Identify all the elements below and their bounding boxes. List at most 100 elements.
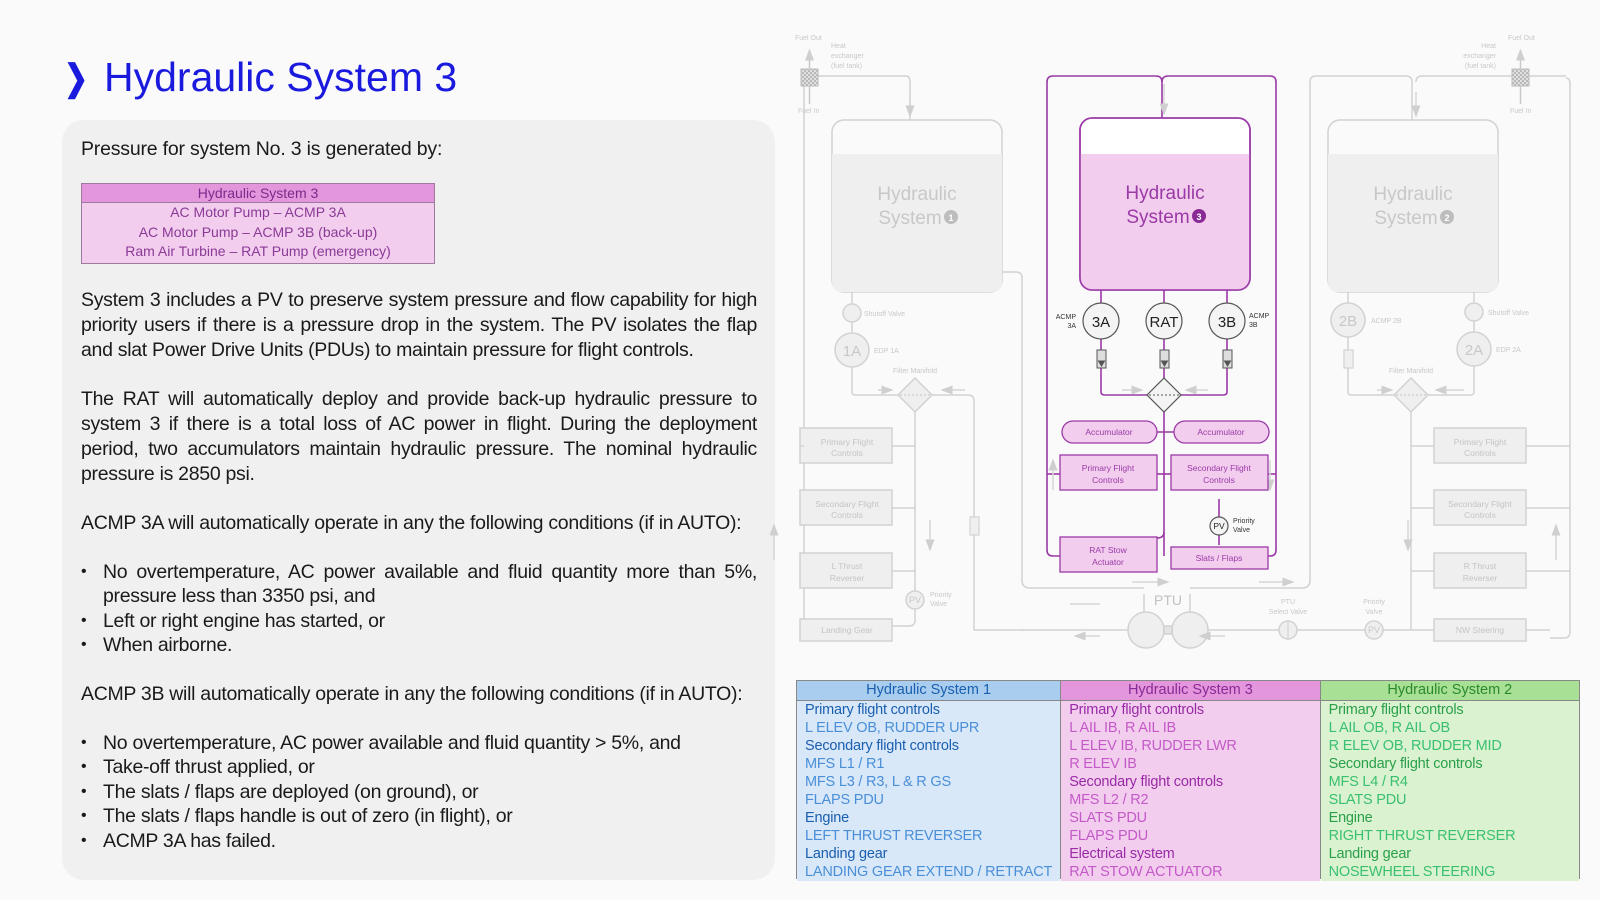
system-3-column: Hydraulic System 3 Primary flight contro… <box>1061 681 1321 881</box>
diagram-label: EDP 2A <box>1496 347 1521 354</box>
diagram-label: System <box>1126 207 1189 228</box>
diagram-label: L Thrust <box>832 561 863 571</box>
diagram-label: Reverser <box>1463 573 1498 583</box>
system-3-circuit <box>1046 75 1277 557</box>
diagram-label: System <box>878 208 941 229</box>
diagram-label: 2B <box>1339 313 1357 330</box>
condition-item: Left or right engine has started, or <box>81 609 757 634</box>
diagram-label: exchanger <box>831 53 864 60</box>
diagram-label: Controls <box>831 448 863 458</box>
diagram-label: Shutoff Valve <box>864 311 905 318</box>
diagram-label: System <box>1374 208 1437 229</box>
condition-item: No overtemperature, AC power available a… <box>81 731 757 756</box>
consumer-item: SLATS PDU <box>1328 792 1407 808</box>
diagram-label: Priority <box>1233 518 1255 525</box>
consumer-item: LANDING GEAR EXTEND / RETRACT <box>805 864 1053 880</box>
consumer-item: SLATS PDU <box>1069 810 1147 826</box>
rat-paragraph: The RAT will automatically deploy and pr… <box>81 387 757 485</box>
acmp3b-heading: ACMP 3B will automatically operate in an… <box>81 682 743 705</box>
consumer-item: RAT STOW ACTUATOR <box>1069 864 1223 880</box>
condition-item: ACMP 3A has failed. <box>81 829 757 854</box>
diagram-label: Slats / Flaps <box>1196 553 1243 563</box>
diagram-label: 3B <box>1249 322 1258 329</box>
diagram-label: Actuator <box>1092 557 1124 567</box>
system-1-consumers <box>799 427 915 642</box>
diagram-label: PV <box>1213 521 1225 531</box>
diagram-label: Controls <box>1203 475 1235 485</box>
consumer-category: Secondary flight controls <box>1069 774 1223 790</box>
diagram-label: Reverser <box>830 573 865 583</box>
diagram-label: Select Valve <box>1269 609 1307 616</box>
diagram-label: Filter Manifold <box>893 368 937 375</box>
consumer-item: FLAPS PDU <box>805 792 884 808</box>
diagram-label: Secondary Flight <box>1187 463 1251 473</box>
consumer-category: Primary flight controls <box>805 702 940 718</box>
diagram-label: Valve <box>1233 527 1250 534</box>
diagram-label: Controls <box>1464 448 1496 458</box>
diagram-label: Primary Flight <box>1082 463 1135 473</box>
diagram-label: Filter Manifold <box>1389 368 1433 375</box>
consumer-item: MFS L4 / R4 <box>1328 774 1408 790</box>
condition-item: The slats / flaps handle is out of zero … <box>81 804 757 829</box>
consumer-item: L ELEV OB, RUDDER UPR <box>805 720 980 736</box>
diagram-label: 1A <box>843 343 861 360</box>
diagram-label: 1 <box>948 213 953 223</box>
system-3-header: Hydraulic System 3 <box>1061 681 1320 701</box>
consumer-item: MFS L1 / R1 <box>805 756 885 772</box>
diagram-label: Secondary Flight <box>1448 499 1512 509</box>
consumer-category: Primary flight controls <box>1069 702 1204 718</box>
diagram-label: Fuel Out <box>795 35 822 42</box>
badge-1 <box>944 210 958 224</box>
intro-text: Pressure for system No. 3 is generated b… <box>81 138 443 160</box>
system-2-header: Hydraulic System 2 <box>1320 681 1579 701</box>
consumer-item: R ELEV OB, RUDDER MID <box>1328 738 1502 754</box>
diagram-label: 2A <box>1465 342 1483 359</box>
condition-item: No overtemperature, AC power available a… <box>81 560 757 609</box>
consumer-category: Engine <box>805 810 849 826</box>
consumer-item: LEFT THRUST REVERSER <box>805 828 983 844</box>
consumer-category: Engine <box>1328 810 1373 826</box>
badge-3 <box>1192 209 1206 223</box>
generation-row: AC Motor Pump – ACMP 3B (back-up) <box>138 223 378 240</box>
chevron-right-icon: ❯ <box>64 56 89 98</box>
diagram-label: PV <box>1368 625 1380 635</box>
priority-valve-3 <box>1209 516 1229 536</box>
diagram-label: ACMP <box>1056 314 1077 321</box>
badge-2 <box>1440 210 1454 224</box>
ptu <box>1127 611 1209 649</box>
consumer-item: MFS L2 / R2 <box>1069 792 1149 808</box>
system-3-consumers <box>1059 454 1269 573</box>
system-1-list: Primary flight controls L ELEV OB, RUDDER… <box>797 701 1061 881</box>
page-header: ❯ Hydraulic System 3 <box>60 54 457 101</box>
reservoir-1-label: Hydraulic <box>877 184 956 205</box>
priority-valve-paragraph: System 3 includes a PV to preserve syste… <box>81 288 757 361</box>
generation-table-header: Hydraulic System 3 <box>82 184 434 203</box>
diagram-label: Heat <box>831 43 846 50</box>
description-panel: Pressure for system No. 3 is generated b… <box>62 120 775 880</box>
system-2-circuit <box>1190 75 1571 639</box>
system-2-consumers <box>1411 427 1570 642</box>
ptu-label: PTU <box>1154 592 1182 608</box>
diagram-label: (fuel tank) <box>831 63 862 70</box>
systems-consumers-table: Hydraulic System 1 Primary flight contro… <box>796 680 1580 881</box>
consumer-category: Secondary flight controls <box>805 738 959 754</box>
diagram-label: Fuel Out <box>1508 35 1535 42</box>
diagram-label: Accumulator <box>1197 427 1244 437</box>
heat-exchanger-2 <box>1511 68 1530 87</box>
diagram-label: Shutoff Valve <box>1488 310 1529 317</box>
diagram-label: EDP 1A <box>874 348 899 355</box>
rat-pump <box>1145 302 1183 340</box>
acmp-3a <box>1082 302 1120 340</box>
hydraulic-schematic: PV Priority Valve Primary Flight Control… <box>769 20 1600 670</box>
priority-valve-2 <box>1364 620 1384 640</box>
consumer-item: FLAPS PDU <box>1069 828 1148 844</box>
system-3-accumulators <box>1061 420 1270 444</box>
reservoir-3-label: Hydraulic <box>1125 183 1204 204</box>
diagram-label: 3 <box>1196 212 1201 222</box>
acmp3a-heading: ACMP 3A will automatically operate in an… <box>81 511 742 534</box>
consumer-item: RIGHT THRUST REVERSER <box>1328 828 1516 844</box>
consumer-item: L ELEV IB, RUDDER LWR <box>1069 738 1237 754</box>
consumer-item: MFS L3 / R3, L & R GS <box>805 774 951 790</box>
acmp-3b <box>1208 302 1246 340</box>
